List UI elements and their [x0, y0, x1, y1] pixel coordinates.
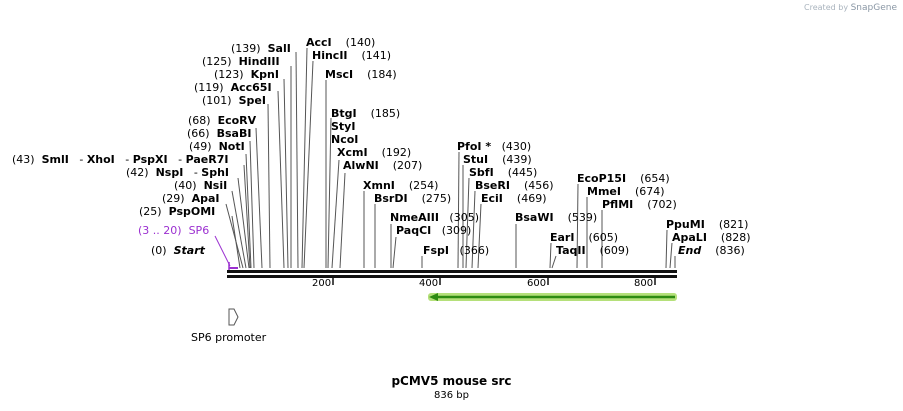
site-ecop15i: EcoP15I (654): [577, 172, 670, 185]
site-end: End (836): [678, 244, 745, 257]
site-btgi: BtgI (185): [331, 107, 401, 120]
site-fspi: FspI (366): [423, 244, 490, 257]
scale-ticks: [332, 278, 656, 285]
site-nsii: (40) NsiI: [174, 179, 228, 192]
tick-label-200: 200: [312, 278, 332, 289]
snapgene-logo-text: SnapGene: [850, 3, 897, 13]
site-stui: StuI (439): [463, 153, 532, 166]
site-start: (0) Start: [151, 244, 205, 257]
site-leader-lines: [225, 47, 676, 269]
site-bsawi: BsaWI (539): [515, 211, 598, 224]
site-paqci: PaqCI (309): [396, 224, 472, 237]
site-pfoi: PfoI * (430): [457, 140, 532, 153]
sp6-promoter-arrow: [228, 308, 239, 326]
site-spei: (101) SpeI: [202, 94, 266, 107]
site-apai: (29) ApaI: [162, 192, 220, 205]
site-eari: EarI (605): [550, 231, 619, 244]
branding-text: Created by: [804, 3, 849, 12]
site-xcmi: XcmI (192): [337, 146, 412, 159]
site-taqii: TaqII (609): [556, 244, 630, 257]
site-apali: ApaLI (828): [672, 231, 751, 244]
site-pspomi: (25) PspOMI: [139, 205, 216, 218]
site-bseri: BseRI (456): [475, 179, 554, 192]
map-title: pCMV5 mouse src: [391, 374, 512, 388]
site-msci: MscI (184): [325, 68, 397, 81]
snapgene-branding: Created by SnapGene: [804, 3, 897, 13]
site-sbfi: SbfI (445): [469, 166, 538, 179]
tick-label-800: 800: [634, 278, 654, 289]
site-nspi-sphi: (42) NspI - SphI: [126, 166, 230, 179]
site-ecii: EciI (469): [481, 192, 547, 205]
sp6-promoter-label: SP6 promoter: [191, 331, 267, 344]
tick-label-400: 400: [419, 278, 439, 289]
site-ncoi: NcoI: [331, 133, 359, 146]
site-pflmi: PflMI (702): [602, 198, 677, 211]
site-alwni: AlwNI (207): [343, 159, 423, 172]
site-acci: AccI (140): [306, 36, 376, 49]
site-styi: StyI: [331, 120, 356, 133]
orf-arrow: [428, 293, 677, 301]
site-kpni: (123) KpnI: [214, 68, 279, 81]
site-noti: (49) NotI: [189, 140, 245, 153]
site-xmni: XmnI (254): [363, 179, 439, 192]
site-sali: (139) SalI: [231, 42, 291, 55]
site-ppumi: PpuMI (821): [666, 218, 749, 231]
site-bsrdi: BsrDI (275): [374, 192, 452, 205]
tick-label-600: 600: [527, 278, 547, 289]
site-hincii: HincII (141): [312, 49, 392, 62]
site-mmei: MmeI (674): [587, 185, 665, 198]
site-smli-group: (43) SmlI - XhoI - PspXI - PaeR7I: [12, 153, 229, 166]
site-bsabi: (66) BsaBI: [187, 127, 252, 140]
site-hindiii: (125) HindIII: [202, 55, 280, 68]
site-nmeaiii: NmeAIII (305): [390, 211, 480, 224]
sequence-backbone: [227, 270, 677, 278]
map-length: 836 bp: [434, 390, 469, 401]
site-acc65i: (119) Acc65I: [194, 81, 272, 94]
sp6-feature-marker: [214, 235, 238, 270]
site-ecorv: (68) EcoRV: [188, 114, 257, 127]
feature-sp6: (3 .. 20) SP6: [138, 224, 210, 237]
